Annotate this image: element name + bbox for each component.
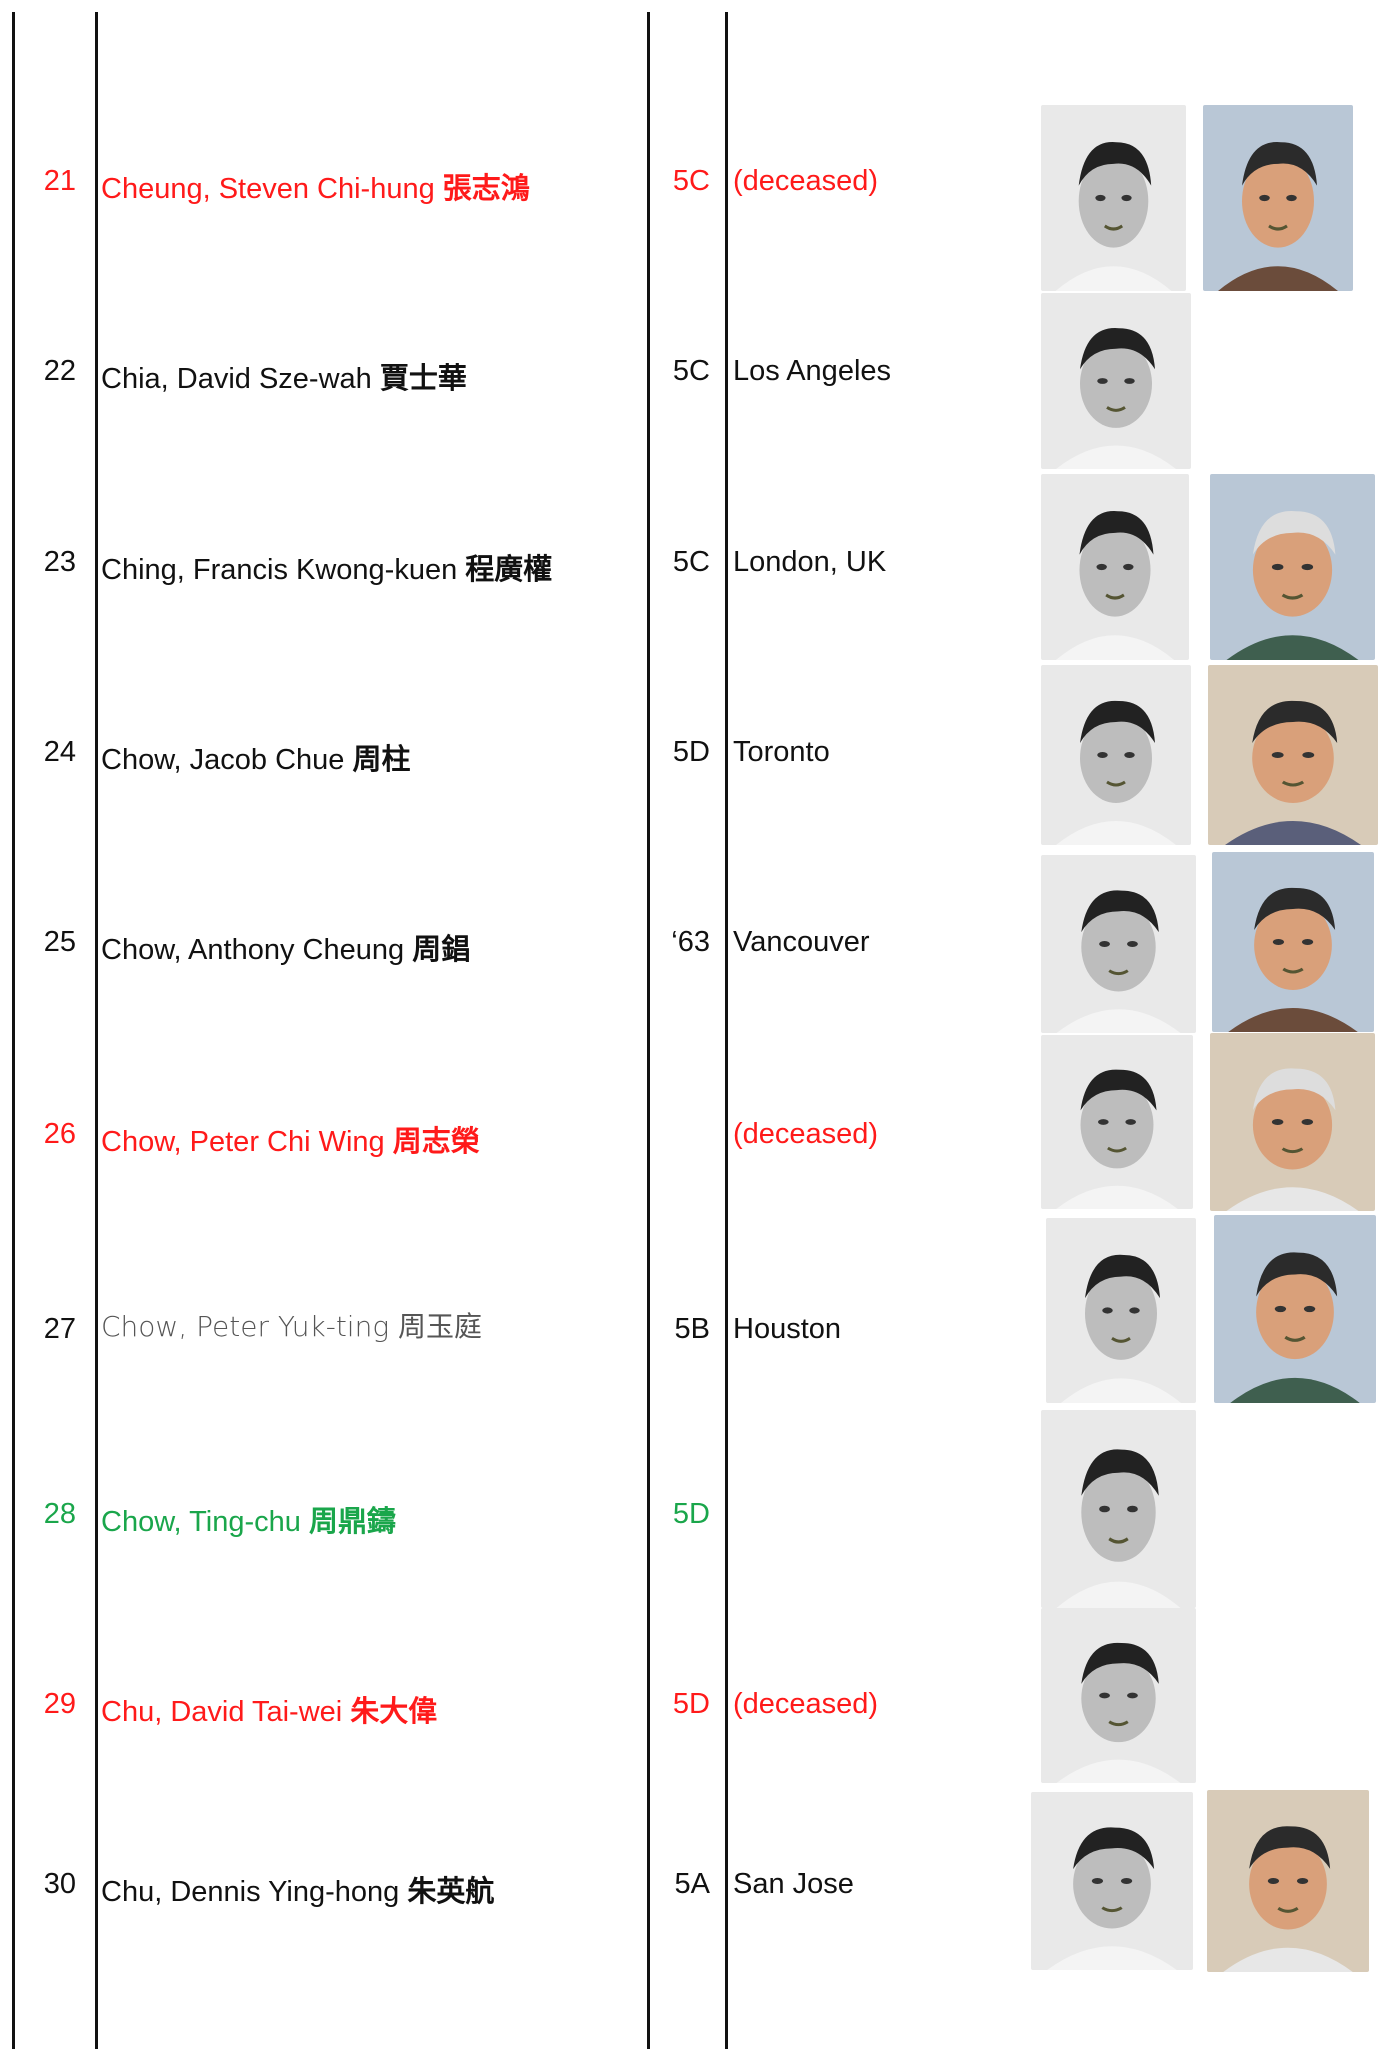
form-class: 5D — [672, 1688, 710, 1720]
chinese-name: 周志榮 — [392, 1126, 480, 1158]
form-class: 5D — [672, 736, 710, 768]
form-class: 5A — [674, 1868, 710, 1900]
form-class: ‘63 — [671, 926, 710, 958]
recent-photo — [1203, 105, 1353, 291]
chinese-name: 周鼎鑄 — [308, 1506, 396, 1538]
alumni-name: Chow, Peter Chi Wing 周志榮 — [101, 1118, 480, 1160]
english-name: Chu, Dennis Ying-hong — [101, 1876, 400, 1908]
chinese-name: 朱大偉 — [350, 1696, 438, 1728]
school-photo — [1031, 1792, 1193, 1970]
alumni-name: Chu, David Tai-wei 朱大偉 — [101, 1688, 437, 1730]
row-number: 27 — [43, 1313, 76, 1345]
table-row: 29 Chu, David Tai-wei 朱大偉 5D (deceased) — [0, 1610, 1382, 1800]
location: (deceased) — [733, 1688, 879, 1720]
column-divider-form — [725, 12, 728, 2049]
row-number: 21 — [43, 165, 76, 197]
form-class: 5C — [672, 355, 710, 387]
table-row: 28 Chow, Ting-chu 周鼎鑄 5D — [0, 1420, 1382, 1610]
english-name: Chow, Ting-chu — [101, 1506, 301, 1538]
row-number: 29 — [43, 1688, 76, 1720]
form-class: 5C — [672, 165, 710, 197]
location: Houston — [733, 1313, 842, 1345]
column-divider-number — [95, 12, 98, 2049]
recent-photo — [1208, 665, 1378, 845]
recent-photo — [1210, 474, 1375, 660]
row-number: 28 — [43, 1498, 76, 1530]
row-number: 24 — [43, 736, 76, 768]
column-divider-name — [647, 12, 650, 2049]
location: Los Angeles — [733, 355, 892, 387]
location: San Jose — [733, 1868, 854, 1900]
table-row: 27 Chow, Peter Yuk-ting 周玉庭 5B Houston — [0, 1215, 1382, 1405]
alumni-name: Chow, Peter Yuk-ting 周玉庭 — [101, 1305, 482, 1345]
row-number: 23 — [43, 546, 76, 578]
english-name: Chow, Peter Yuk-ting — [101, 1310, 390, 1343]
table-row: 26 Chow, Peter Chi Wing 周志榮 (deceased) — [0, 1040, 1382, 1230]
school-photo — [1041, 665, 1191, 845]
school-photo — [1041, 105, 1186, 291]
recent-photo — [1210, 1033, 1375, 1211]
english-name: Ching, Francis Kwong-kuen — [101, 554, 458, 586]
english-name: Chia, David Sze-wah — [101, 363, 372, 395]
school-photo — [1046, 1218, 1196, 1403]
english-name: Chow, Anthony Cheung — [101, 934, 405, 966]
table-row: 24 Chow, Jacob Chue 周柱 5D Toronto — [0, 658, 1382, 848]
alumni-name: Chu, Dennis Ying-hong 朱英航 — [101, 1868, 494, 1910]
row-number: 30 — [43, 1868, 76, 1900]
table-row: 30 Chu, Dennis Ying-hong 朱英航 5A San Jose — [0, 1790, 1382, 1980]
chinese-name: 程廣權 — [465, 554, 553, 586]
english-name: Chow, Peter Chi Wing — [101, 1126, 385, 1158]
chinese-name: 賈士華 — [379, 363, 467, 395]
school-photo — [1041, 855, 1196, 1033]
recent-photo — [1207, 1790, 1369, 1972]
column-divider-left — [12, 12, 15, 2049]
row-number: 22 — [43, 355, 76, 387]
table-row: 21 Cheung, Steven Chi-hung 張志鴻 5C (decea… — [0, 85, 1382, 275]
alumni-name: Chow, Anthony Cheung 周錩 — [101, 926, 470, 968]
form-class: 5B — [674, 1313, 710, 1345]
table-row: 23 Ching, Francis Kwong-kuen 程廣權 5C Lond… — [0, 468, 1382, 658]
table-row: 22 Chia, David Sze-wah 賈士華 5C Los Angele… — [0, 277, 1382, 467]
form-class: 5C — [672, 546, 710, 578]
alumni-name: Chia, David Sze-wah 賈士華 — [101, 355, 467, 397]
school-photo — [1041, 474, 1189, 660]
school-photo — [1041, 1410, 1196, 1608]
row-number: 25 — [43, 926, 76, 958]
location: London, UK — [733, 546, 887, 578]
school-photo — [1041, 1608, 1196, 1783]
alumni-name: Chow, Ting-chu 周鼎鑄 — [101, 1498, 396, 1540]
location: (deceased) — [733, 165, 879, 197]
table-row: 25 Chow, Anthony Cheung 周錩 ‘63 Vancouver — [0, 848, 1382, 1038]
alumni-name: Ching, Francis Kwong-kuen 程廣權 — [101, 546, 552, 588]
chinese-name: 周錩 — [412, 934, 471, 966]
school-photo — [1041, 1035, 1193, 1209]
alumni-name: Chow, Jacob Chue 周柱 — [101, 736, 411, 778]
location: Vancouver — [733, 926, 870, 958]
recent-photo — [1214, 1215, 1376, 1403]
alumni-name: Cheung, Steven Chi-hung 張志鴻 — [101, 165, 530, 207]
chinese-name: 周柱 — [352, 744, 411, 776]
recent-photo — [1212, 852, 1374, 1032]
english-name: Chow, Jacob Chue — [101, 744, 345, 776]
english-name: Cheung, Steven Chi-hung — [101, 173, 435, 205]
english-name: Chu, David Tai-wei — [101, 1696, 343, 1728]
form-class: 5D — [672, 1498, 710, 1530]
school-photo — [1041, 293, 1191, 469]
chinese-name: 朱英航 — [407, 1876, 495, 1908]
chinese-name: 張志鴻 — [442, 173, 530, 205]
location: (deceased) — [733, 1118, 879, 1150]
row-number: 26 — [43, 1118, 76, 1150]
location: Toronto — [733, 736, 830, 768]
chinese-name: 周玉庭 — [398, 1310, 483, 1343]
